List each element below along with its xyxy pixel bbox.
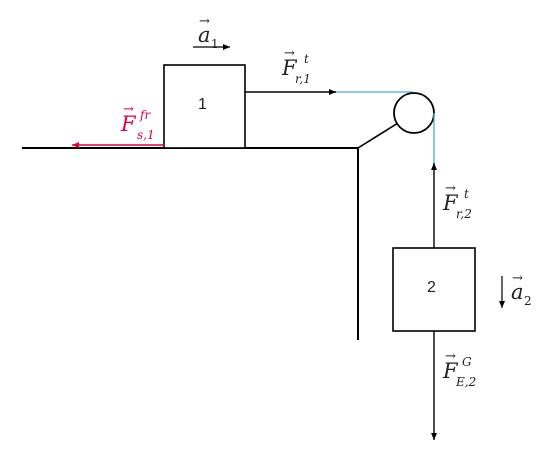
label-weight-symbol: F — [443, 359, 458, 383]
label-weight-sup: G — [462, 355, 472, 369]
label-a2-symbol: a — [511, 280, 524, 304]
label-tension-2-sup: t — [464, 187, 469, 201]
label-weight: → F G E,2 — [443, 350, 476, 388]
label-a2: → a 2 — [511, 272, 532, 307]
block-1 — [163, 64, 246, 149]
block-1-label: 1 — [198, 96, 207, 113]
vector-arrow-glyph: → — [445, 349, 456, 364]
label-friction-sup: fr — [140, 108, 151, 122]
vector-arrow-glyph: → — [284, 46, 295, 61]
label-a1-symbol: a — [198, 23, 211, 47]
vector-arrow-glyph: → — [123, 102, 134, 117]
block-2-label: 2 — [427, 279, 436, 296]
label-a1-sub: 1 — [211, 37, 219, 51]
label-tension-2: → F t r,2 — [443, 182, 472, 220]
label-tension-1: → F t r,1 — [282, 47, 311, 85]
label-friction: → F fr s,1 — [121, 103, 155, 141]
vector-arrow-glyph: → — [199, 14, 210, 29]
label-friction-symbol: F — [121, 112, 136, 136]
label-friction-sub: s,1 — [137, 128, 155, 142]
label-a1: → a 1 — [198, 15, 219, 50]
label-tension-2-symbol: F — [443, 191, 458, 215]
vector-arrow-glyph: → — [512, 271, 523, 286]
label-tension-1-sup: t — [304, 52, 309, 66]
label-weight-sub: E,2 — [456, 375, 477, 389]
label-tension-1-symbol: F — [282, 56, 297, 80]
label-tension-1-sub: r,1 — [295, 72, 311, 86]
label-tension-2-sub: r,2 — [456, 207, 472, 221]
vector-arrow-glyph: → — [445, 181, 456, 196]
block-2 — [392, 247, 476, 332]
label-a2-sub: 2 — [524, 294, 532, 308]
pulley — [393, 92, 435, 134]
